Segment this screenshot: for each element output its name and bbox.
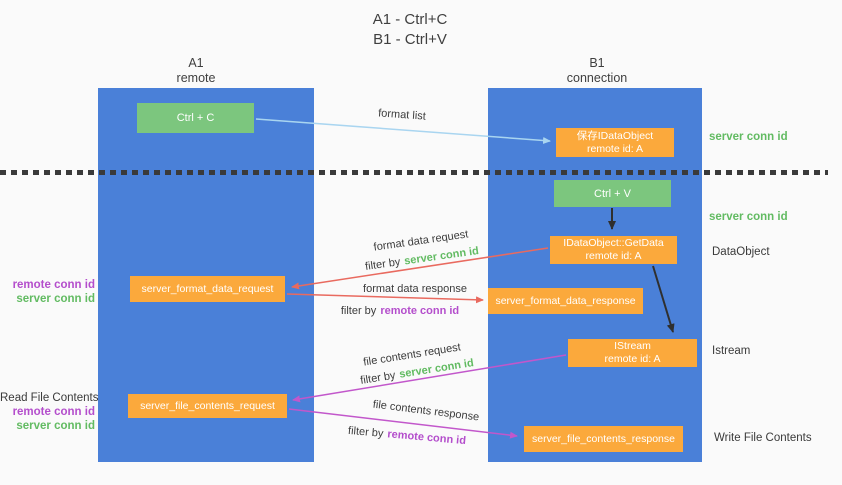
diagram-title: A1 - Ctrl+C B1 - Ctrl+V xyxy=(300,10,520,50)
label-server-conn-id-top: server conn id xyxy=(709,131,788,143)
node-istream-line2: remote id: A xyxy=(604,353,661,365)
node-getdata-line1: IDataObject::GetData xyxy=(563,237,664,249)
label-istream: Istream xyxy=(712,345,751,357)
label-write-file-contents: Write File Contents xyxy=(714,432,812,444)
node-server-format-data-response: server_format_data_response xyxy=(488,288,643,314)
arrow-file-contents-response xyxy=(288,408,518,439)
node-istream-line1: IStream xyxy=(614,340,651,352)
node-ctrl-v: Ctrl + V xyxy=(554,180,671,207)
lane-b1-subtitle: connection xyxy=(566,71,628,85)
dotted-divider xyxy=(0,170,828,175)
node-server-file-contents-request: server_file_contents_request xyxy=(128,394,287,418)
label-remote-conn-id-a: remote conn id xyxy=(12,279,95,291)
arrow-getdata-to-istream xyxy=(652,265,675,333)
lane-b1-name: B1 xyxy=(589,56,605,70)
left-annotation-file: Read File Contents remote conn id server… xyxy=(0,391,99,433)
node-idataobject-getdata: IDataObject::GetData remote id: A xyxy=(550,236,677,264)
label-format-data-response: format data response xyxy=(363,283,467,295)
lane-a1-subtitle: remote xyxy=(176,71,216,85)
title-line-1: A1 - Ctrl+C xyxy=(372,11,448,28)
label-dataobject: DataObject xyxy=(712,246,770,258)
label-read-file-contents: Read File Contents xyxy=(0,392,99,404)
arrow-format-data-response xyxy=(286,293,484,304)
arrow-format-data-request xyxy=(291,247,549,290)
node-save-idataobject: 保存IDataObject remote id: A xyxy=(556,128,674,157)
left-annotation-format: remote conn id server conn id xyxy=(0,278,95,306)
label-remote-conn-id-b: remote conn id xyxy=(12,406,95,418)
arrow-file-contents-request xyxy=(292,354,567,403)
label-server-conn-id-mid: server conn id xyxy=(709,211,788,223)
node-server-format-data-request: server_format_data_request xyxy=(130,276,285,302)
arrow-format-list xyxy=(255,118,551,144)
node-server-file-contents-response: server_file_contents_response xyxy=(524,426,683,452)
label-server-conn-id-a: server conn id xyxy=(16,293,95,305)
node-ctrl-c: Ctrl + C xyxy=(137,103,254,133)
label-filter-by-remote-conn-id-1: filter by remote conn id xyxy=(340,305,460,317)
lane-header-a1: A1 remote xyxy=(96,56,296,86)
lane-header-b1: B1 connection xyxy=(497,56,697,86)
node-save-idataobject-line2: remote id: A xyxy=(586,142,644,155)
label-server-conn-id-b: server conn id xyxy=(16,420,95,432)
node-save-idataobject-line1: 保存IDataObject xyxy=(576,129,654,142)
lane-a1-name: A1 xyxy=(188,56,204,70)
node-getdata-line2: remote id: A xyxy=(585,250,642,262)
title-line-2: B1 - Ctrl+V xyxy=(373,31,447,48)
node-istream: IStream remote id: A xyxy=(568,339,697,367)
